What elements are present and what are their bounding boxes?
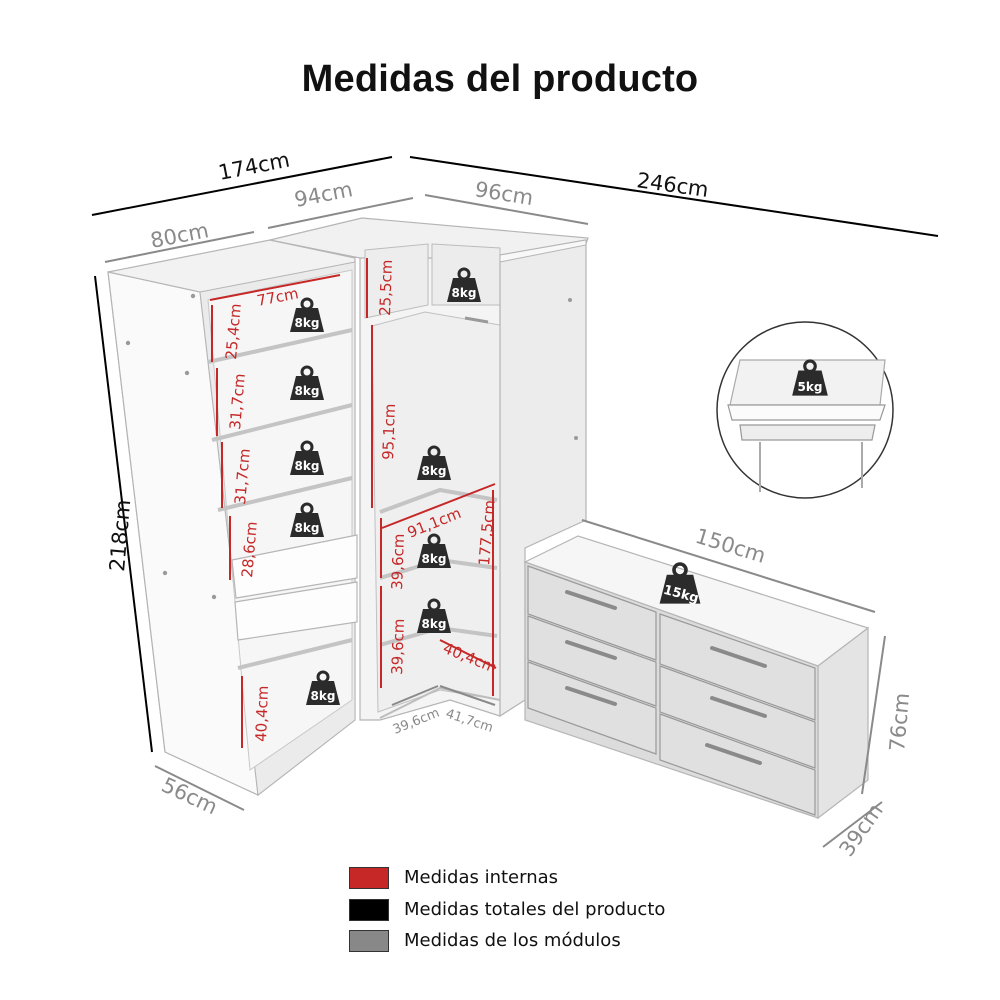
- module-corner-width-label: 94cm: [292, 177, 354, 212]
- internal-dimensions: [209, 258, 497, 748]
- legend-label-internal: Medidas internas: [404, 867, 559, 888]
- corner-hang-label: 95,1cm: [379, 403, 399, 460]
- dresser-height-label: 76cm: [885, 692, 914, 753]
- module-dimensions: [104, 194, 886, 848]
- drawer-detail-inset: [716, 321, 894, 499]
- dresser-width-label: 150cm: [693, 524, 769, 568]
- weight-label: 8kg: [295, 521, 320, 535]
- weight-label: 8kg: [452, 286, 477, 300]
- legend-swatch-internal: [349, 867, 389, 889]
- weight-label: 8kg: [422, 552, 447, 566]
- weight-label: 8kg: [422, 617, 447, 631]
- weight-label: 8kg: [295, 459, 320, 473]
- corner-top-label: 25,5cm: [376, 259, 396, 316]
- page-title: Medidas del producto: [301, 58, 699, 100]
- wardrobe-corner-module: [269, 217, 589, 721]
- total-dimensions: [91, 156, 939, 753]
- corner-h1-label: 39,6cm: [388, 533, 408, 590]
- left-h4-label: 28,6cm: [238, 521, 261, 579]
- total-width-right-label: 246cm: [635, 168, 710, 202]
- dresser-depth-label: 39cm: [834, 799, 887, 861]
- total-height-label: 218cm: [105, 499, 135, 573]
- legend-label-module: Medidas de los módulos: [404, 930, 621, 951]
- legend-label-total: Medidas totales del producto: [404, 899, 666, 920]
- corner-h2-label: 39,6cm: [388, 618, 408, 675]
- legend-swatch-total: [349, 899, 389, 921]
- module-left-width-label: 80cm: [148, 218, 210, 253]
- corner-tall-label: 177,5cm: [475, 499, 499, 566]
- weight-labels: 8kg 8kg 8kg 8kg 8kg 8kg 8kg 8kg 8kg 15kg…: [295, 286, 823, 703]
- weight-label: 8kg: [422, 464, 447, 478]
- module-depth-label: 56cm: [158, 773, 221, 820]
- left-h1-label: 25,4cm: [222, 303, 245, 361]
- left-h5-label: 40,4cm: [252, 685, 272, 742]
- weight-label: 8kg: [295, 316, 320, 330]
- dresser: [523, 535, 870, 820]
- left-h3-label: 31,7cm: [231, 448, 254, 506]
- left-h2-label: 31,7cm: [226, 373, 249, 431]
- weight-label: 8kg: [311, 689, 336, 703]
- legend-swatch-module: [349, 930, 389, 952]
- wardrobe-right-module: [499, 239, 587, 718]
- weight-label: 5kg: [798, 380, 823, 394]
- weight-label: 8kg: [295, 384, 320, 398]
